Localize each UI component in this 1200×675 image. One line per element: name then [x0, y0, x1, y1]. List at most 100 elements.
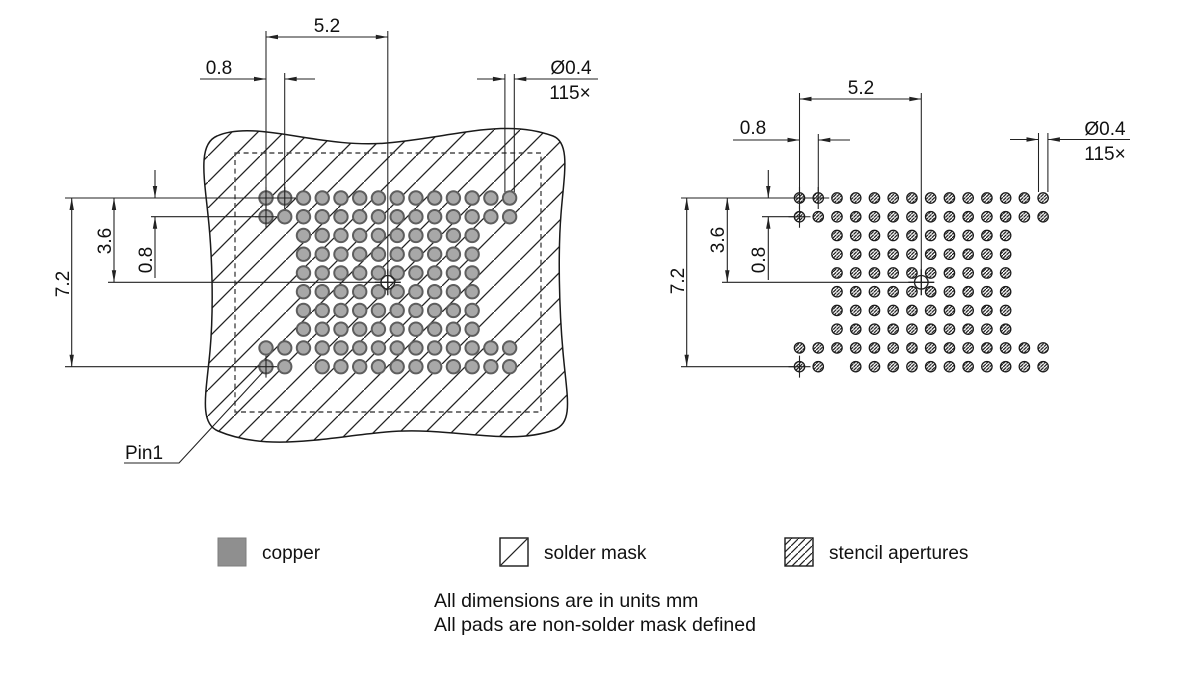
stencil-aperture: [943, 192, 956, 204]
pcb-outline: [203, 127, 569, 443]
dimension-cross-mark: [788, 187, 811, 209]
copper-pad: [370, 340, 387, 356]
dimension-lines-left: [71, 36, 598, 367]
copper-pad: [314, 321, 330, 337]
center-mark-right: [908, 269, 935, 296]
copper-pad: [464, 302, 480, 319]
copper-pad: [426, 302, 443, 319]
copper-pad: [370, 246, 387, 262]
stencil-aperture: [868, 323, 881, 336]
stencil-aperture: [981, 304, 993, 317]
stencil-aperture: [943, 229, 956, 242]
dim-row-span-right: 7.2: [668, 268, 689, 294]
stencil-aperture: [906, 210, 918, 223]
copper-pad: [408, 302, 424, 319]
stencil-aperture: [887, 342, 900, 354]
copper-pad: [464, 246, 480, 262]
copper-pad: [501, 340, 518, 356]
center-mark-left: [374, 269, 401, 296]
stencil-apertures-swatch-icon: [784, 537, 814, 567]
copper-pad: [295, 227, 312, 244]
copper-pad: [445, 227, 462, 244]
stencil-aperture: [924, 323, 937, 336]
copper-pad: [333, 302, 349, 319]
stencil-aperture: [1018, 192, 1031, 204]
copper-pad: [408, 227, 424, 244]
stencil-aperture: [924, 248, 937, 261]
stencil-aperture: [831, 323, 843, 336]
copper-pad: [295, 190, 312, 206]
dim-pad-count-left: 115×: [549, 83, 590, 104]
dimension-cross-mark: [255, 355, 277, 378]
copper-pad: [389, 302, 405, 319]
stencil-aperture: [906, 192, 918, 204]
legend-item-solder-mask: solder mask: [499, 537, 647, 567]
stencil-aperture: [831, 267, 843, 279]
extension-lines-left: [65, 31, 515, 368]
copper-pad: [314, 190, 330, 206]
copper-pad: [352, 209, 368, 225]
copper-pad: [464, 321, 480, 337]
copper-pad: [483, 209, 499, 225]
copper-pad: [464, 209, 480, 225]
stencil-aperture: [999, 285, 1012, 298]
stencil-aperture: [962, 342, 974, 354]
stencil-aperture: [962, 229, 974, 242]
copper-pad: [464, 358, 480, 375]
stencil-aperture: [999, 210, 1012, 223]
copper-swatch-icon: [217, 537, 247, 567]
stencil-aperture: [1037, 342, 1049, 354]
copper-pad: [426, 358, 443, 375]
copper-pad: [408, 284, 424, 300]
stencil-aperture: [849, 267, 862, 279]
copper-pad: [352, 227, 368, 244]
dim-col1-to-center-right: 5.2: [848, 78, 874, 99]
copper-pad: [314, 358, 330, 375]
dimension-cross-mark: [807, 187, 830, 209]
copper-pad: [445, 358, 462, 375]
copper-pad: [333, 209, 349, 225]
copper-pad: [333, 265, 349, 281]
copper-pad: [389, 340, 405, 356]
stencil-aperture: [981, 210, 993, 223]
extension-lines-right: [681, 93, 1049, 368]
stencil-aperture: [812, 342, 825, 354]
stencil-aperture: [849, 248, 862, 261]
stencil-aperture: [999, 248, 1012, 261]
stencil-view: 5.2 0.8 Ø0.4 115× 7.2 3.6 0.8: [668, 78, 1130, 378]
stencil-aperture: [887, 248, 900, 261]
copper-pad: [352, 284, 368, 300]
copper-pad: [352, 340, 368, 356]
stencil-aperture: [849, 304, 862, 317]
copper-pad: [445, 284, 462, 300]
stencil-aperture: [868, 229, 881, 242]
stencil-aperture: [943, 342, 956, 354]
stencil-aperture: [849, 342, 862, 354]
stencil-aperture: [849, 323, 862, 336]
dim-pad-diameter-right: Ø0.4: [1084, 119, 1126, 140]
stencil-aperture: [887, 304, 900, 317]
copper-pad: [370, 190, 387, 206]
copper-pad: [408, 265, 424, 281]
copper-pad: [389, 209, 405, 225]
stencil-aperture: [831, 342, 843, 354]
dim-row-span-left: 7.2: [53, 271, 74, 297]
legend-item-stencil-apertures: stencil apertures: [784, 537, 968, 567]
stencil-aperture: [981, 285, 993, 298]
copper-pad: [389, 358, 405, 375]
stencil-aperture: [943, 210, 956, 223]
dimension-cross-mark: [273, 187, 296, 209]
stencil-aperture: [812, 210, 825, 223]
copper-pad: [314, 246, 330, 262]
copper-pad: [277, 358, 293, 375]
aperture-field: [788, 187, 1049, 378]
stencil-aperture: [981, 248, 993, 261]
stencil-aperture: [981, 323, 993, 336]
stencil-aperture: [962, 192, 974, 204]
pin1-leader-line: [124, 371, 264, 464]
note-pad-definition: All pads are non-solder mask defined: [434, 614, 756, 636]
copper-pad: [258, 340, 274, 356]
stencil-aperture: [831, 210, 843, 223]
stencil-aperture: [1037, 360, 1049, 373]
dim-col1-to-center-left: 5.2: [314, 16, 340, 37]
